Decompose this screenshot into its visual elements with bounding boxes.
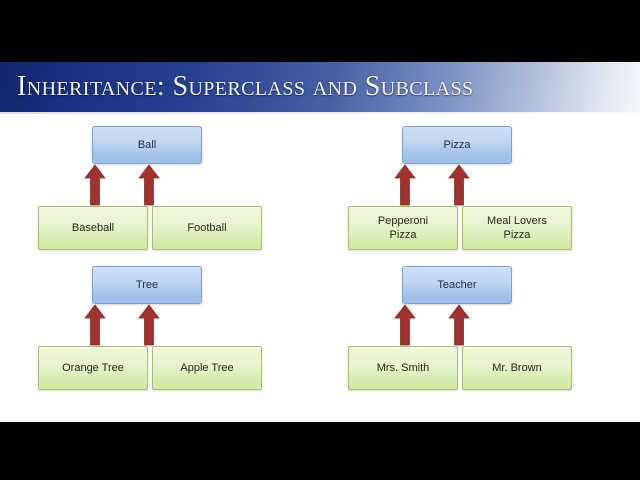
up-arrow-icon (448, 164, 470, 206)
subclass-label: Football (187, 222, 227, 234)
subclass-label: Mrs. Smith (376, 362, 430, 374)
subclass-label: Apple Tree (180, 362, 234, 374)
superclass-label: Tree (135, 278, 159, 291)
banner-underline (0, 112, 640, 114)
up-arrow-icon (84, 164, 106, 206)
up-arrow-icon (394, 304, 416, 346)
subclass-box: Mrs. Smith (348, 346, 458, 390)
superclass-label: Teacher (437, 278, 477, 291)
letterbox-bottom (0, 422, 640, 480)
title-banner: Inheritance: Superclass and Subclass (0, 62, 640, 112)
diagram-grid: Ball Baseball Football (0, 114, 640, 422)
up-arrow-icon (138, 304, 160, 346)
superclass-box: Pizza (402, 126, 512, 164)
diagram-ball: Ball Baseball Football (30, 126, 300, 274)
diagram-teacher: Teacher Mrs. Smith Mr. Brown (340, 266, 610, 414)
superclass-label: Ball (137, 138, 157, 151)
subclass-box: Orange Tree (38, 346, 148, 390)
subclass-box: Football (152, 206, 262, 250)
subclass-box: Mr. Brown (462, 346, 572, 390)
subclass-box: Baseball (38, 206, 148, 250)
superclass-box: Ball (92, 126, 202, 164)
page-title: Inheritance: Superclass and Subclass (17, 71, 474, 102)
letterbox-top (0, 0, 640, 62)
superclass-label: Pizza (443, 138, 471, 151)
up-arrow-icon (84, 304, 106, 346)
up-arrow-icon (448, 304, 470, 346)
superclass-box: Teacher (402, 266, 512, 304)
subclass-box: Apple Tree (152, 346, 262, 390)
slide-content: Inheritance: Superclass and Subclass Bal… (0, 62, 640, 422)
up-arrow-icon (138, 164, 160, 206)
subclass-label: Baseball (71, 222, 115, 234)
subclass-label: Orange Tree (62, 362, 124, 374)
diagram-tree: Tree Orange Tree Apple Tree (30, 266, 300, 414)
subclass-label: Mr. Brown (492, 362, 542, 374)
superclass-box: Tree (92, 266, 202, 304)
up-arrow-icon (394, 164, 416, 206)
